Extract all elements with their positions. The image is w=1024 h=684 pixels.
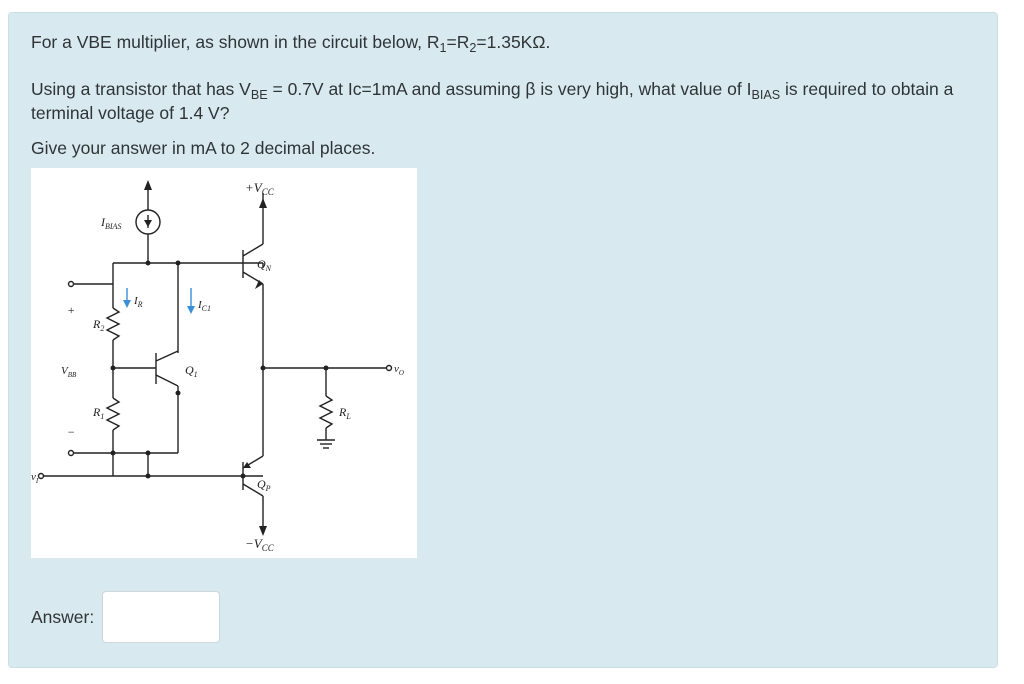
question-card: For a VBE multiplier, as shown in the ci… <box>8 12 998 668</box>
r1-label: R1 <box>92 405 104 421</box>
vcc-neg-label: −VCC <box>245 536 275 553</box>
ibias-label: IBIAS <box>100 215 121 231</box>
vbb-plus-label: + <box>67 303 75 317</box>
qp-label: QP <box>257 477 271 493</box>
qn-label: QN <box>257 257 272 273</box>
question-instruction: Give your answer in mA to 2 decimal plac… <box>31 138 376 158</box>
r2-label: R2 <box>92 317 104 333</box>
vi-label: vI <box>31 471 39 485</box>
ir-label: IR <box>133 295 143 309</box>
question-text-line1: For a VBE multiplier, as shown in the ci… <box>31 32 551 56</box>
rl-label: RL <box>338 405 351 421</box>
q1-label: Q1 <box>185 363 198 379</box>
vo-label: vO <box>394 363 404 377</box>
vbb-label: VBB <box>61 365 77 379</box>
answer-label: Answer: <box>31 607 95 627</box>
vcc-pos-label: +VCC <box>245 180 275 197</box>
vbb-minus-label: − <box>67 425 75 439</box>
question-text-line2: Using a transistor that has VBE = 0.7V a… <box>31 79 954 123</box>
circuit-diagram: +VCC −VCC IBIAS IR IC1 QN QP Q1 R2 R1 RL… <box>31 168 417 558</box>
circuit-svg: +VCC −VCC IBIAS IR IC1 QN QP Q1 R2 R1 RL… <box>31 180 404 553</box>
ic1-label: IC1 <box>197 299 211 313</box>
answer-input[interactable] <box>102 591 220 643</box>
